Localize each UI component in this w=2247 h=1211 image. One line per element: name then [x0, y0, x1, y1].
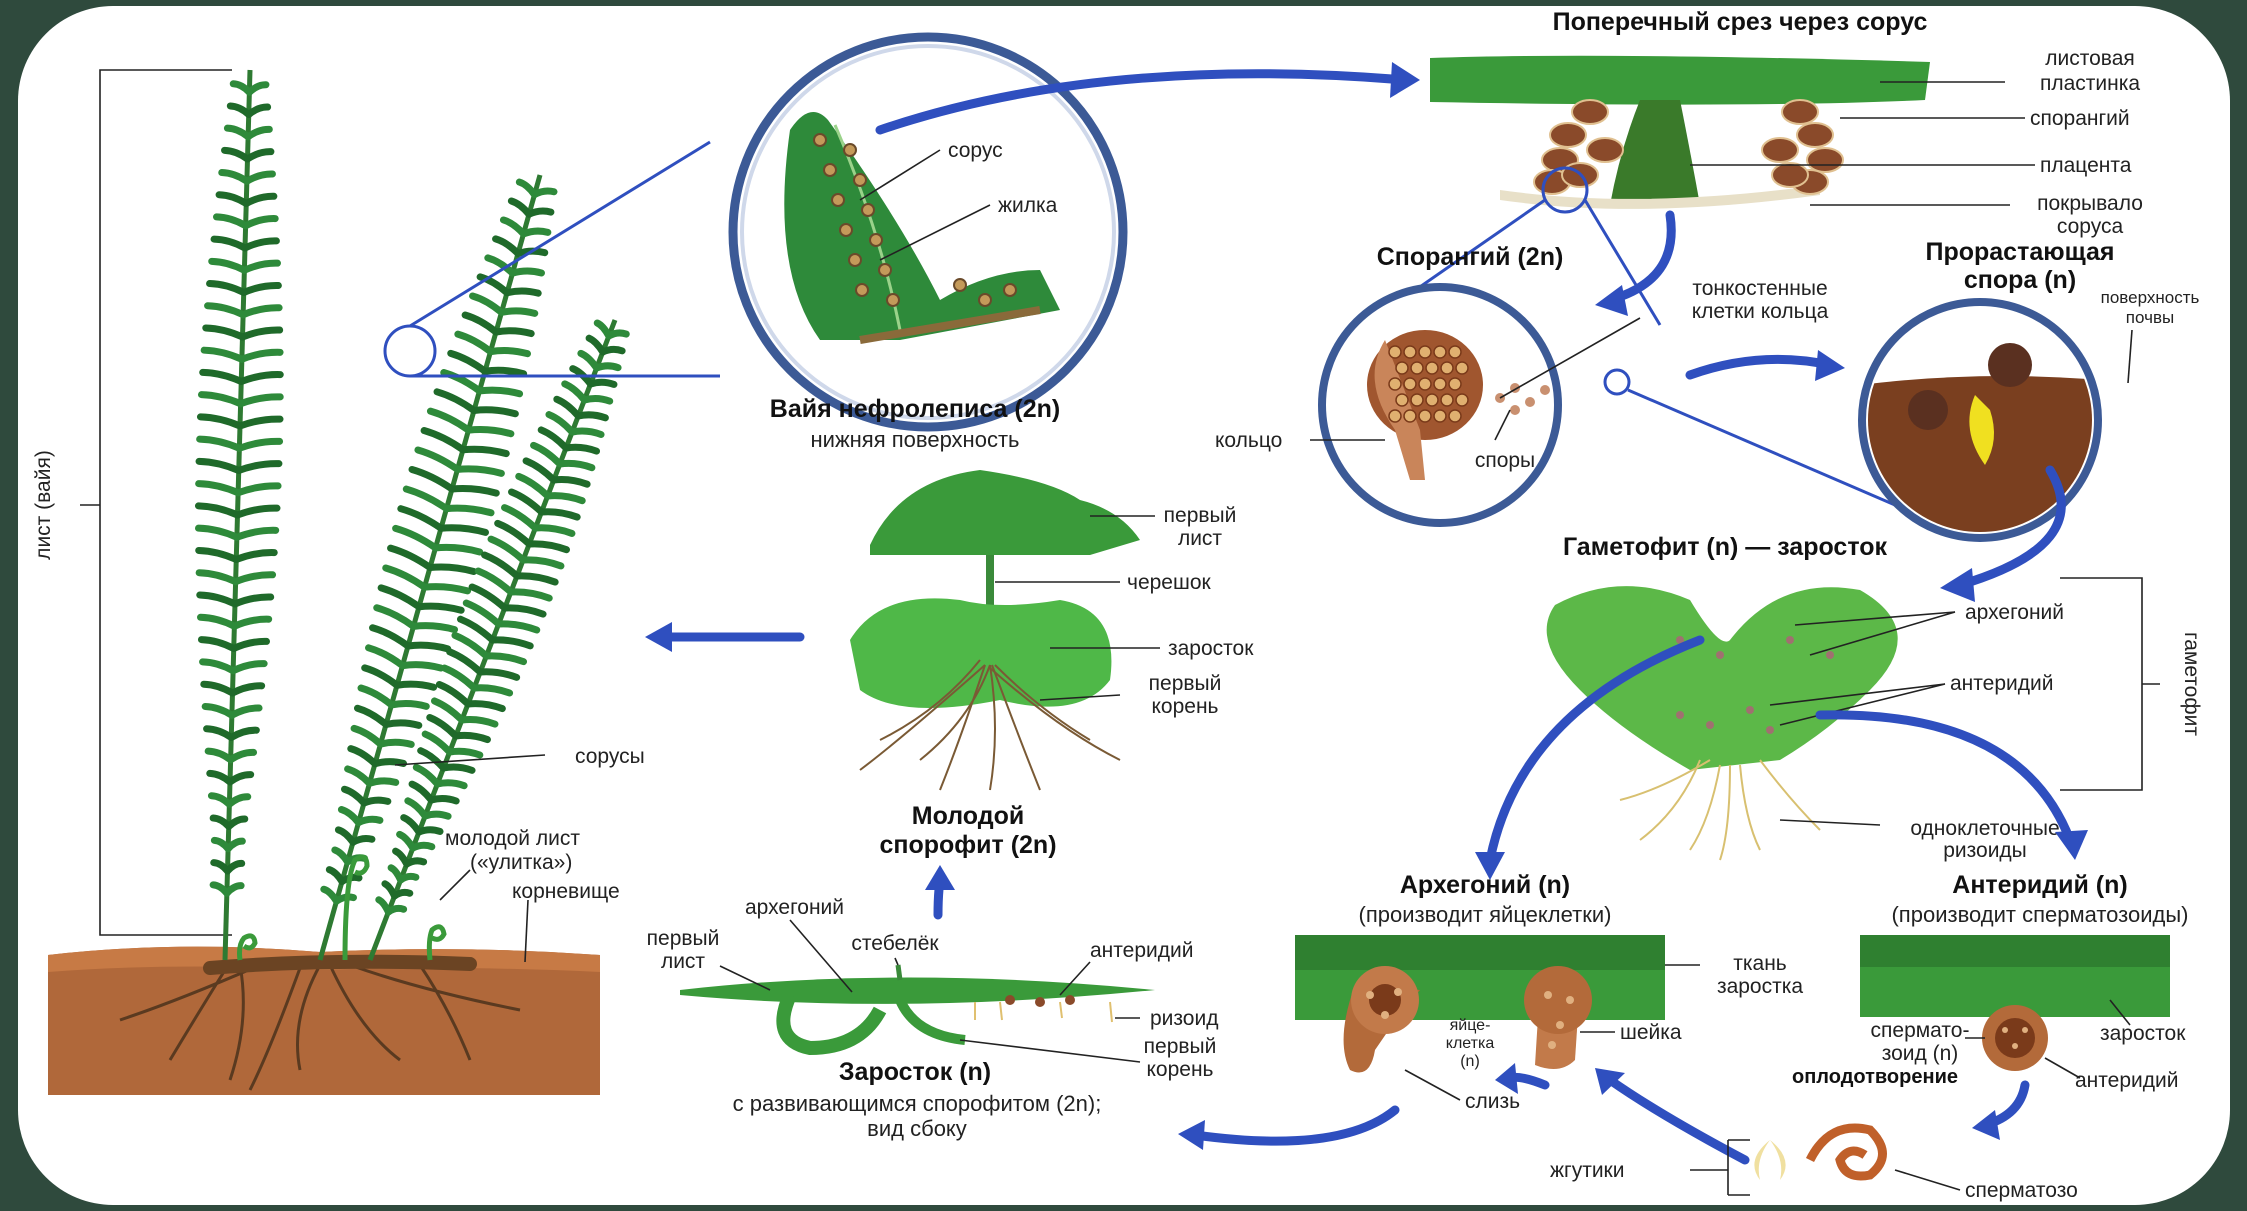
young-leaf-label-1: молодой лист — [445, 827, 580, 850]
frond-title: Вайя нефролеписа (2n) — [770, 395, 1060, 423]
mucus-label: слизь — [1465, 1090, 1520, 1113]
antheridium-detail: Антеридий (n) (производит сперматозоиды)… — [1792, 871, 2189, 1092]
gametophyte-rhizoids — [1620, 760, 1820, 860]
unicellular-label-1: одноклеточные — [1910, 817, 2059, 840]
antheridium-title: Антеридий (n) — [1952, 871, 2127, 899]
sperm-label-1: спермато- — [1871, 1019, 1970, 1042]
prothallus-side-title: Заросток (n) — [839, 1058, 991, 1086]
unicellular-label-2: ризоиды — [1943, 839, 2027, 862]
germinating-title-1: Прорастающая — [1926, 238, 2115, 266]
first-root-young-label-1: первый — [1149, 672, 1222, 695]
indusium-label-2: соруса — [2057, 215, 2124, 238]
spermatozoid-label: сперматозо — [1965, 1179, 2078, 1202]
diagram-card: лист (вайя) сорусы молодой лист («улитка… — [18, 6, 2230, 1205]
frond-zoom-marker — [385, 326, 435, 376]
sporangium-title: Спорангий (2n) — [1377, 243, 1564, 271]
soil-surface-label-2: почвы — [2126, 308, 2174, 327]
thin-walled-label-1: тонкостенные — [1692, 277, 1827, 300]
germinating-spore: Прорастающая спора (n) поверхность почвы — [1860, 238, 2199, 540]
prothallus-young — [850, 598, 1111, 708]
archegonium-label: архегоний — [1965, 601, 2064, 624]
first-root-side-label-1: первый — [1144, 1035, 1217, 1058]
annulus-label: кольцо — [1215, 429, 1282, 452]
gametophyte-side-label: гаметофит — [2180, 632, 2203, 736]
fertilization-label: оплодотворение — [1792, 1066, 1958, 1088]
leaf-blade-label-2: пластинка — [2040, 72, 2140, 95]
egg-cell-label-3: (n) — [1460, 1053, 1480, 1070]
soil-surface-label-1: поверхность — [2101, 288, 2200, 307]
first-leaf-young-label-2: лист — [1178, 527, 1222, 550]
young-leaf-label-2: («улитка») — [470, 851, 572, 874]
egg-cell-label-1: яйце- — [1450, 1017, 1491, 1034]
frond-subtitle: нижняя поверхность — [811, 427, 1020, 452]
neck-label: шейка — [1620, 1021, 1682, 1044]
leaf-blade — [1430, 56, 1930, 105]
first-leaf-side-label-1: первый — [647, 927, 720, 950]
tissue-label-2: заростка — [1717, 975, 1803, 998]
first-root-side-label-2: корень — [1147, 1058, 1214, 1081]
indusium-label-1: покрывало — [2037, 192, 2143, 215]
frond-1 — [198, 70, 280, 960]
arrow-to-prothallus-side — [1195, 1110, 1395, 1141]
spores-label: споры — [1475, 449, 1535, 472]
sperm-label-2: зоид (n) — [1882, 1042, 1959, 1065]
leaf-frond-label: лист (вайя) — [32, 450, 55, 560]
antheridium-side-label: антеридий — [1090, 939, 1193, 962]
prothallus-young-label: заросток — [1168, 637, 1254, 660]
rhizome — [210, 962, 470, 968]
prothallus-side-sub-1: с развивающимся спорофитом (2n); — [733, 1091, 1102, 1116]
archegonium-detail: Архегоний (n) (производит яйцеклетки) тк… — [1295, 871, 1803, 1113]
gametophyte-title: Гаметофит (n) — заросток — [1563, 533, 1888, 561]
antheridium-label: антеридий — [1950, 672, 2053, 695]
vein-label: жилка — [998, 194, 1058, 217]
gametophyte: Гаметофит (n) — заросток архегоний антер… — [1547, 533, 2203, 862]
antheridium-small-label: антеридий — [2075, 1069, 2178, 1092]
sporangium-detail: Спорангий (2n) тонкостенные клетки кольц… — [1215, 243, 1895, 523]
archegonium-side-label: архегоний — [745, 896, 844, 919]
mature-fern: лист (вайя) сорусы молодой лист («улитка… — [32, 70, 720, 1095]
egg-cell-label-2: клетка — [1446, 1035, 1495, 1052]
spore-coat — [1988, 343, 2032, 387]
sporangium-label: спорангий — [2030, 107, 2130, 130]
first-leaf-young-label-1: первый — [1164, 504, 1237, 527]
germinating-title-2: спора (n) — [1964, 266, 2076, 294]
prothallus-heart — [1547, 586, 1898, 770]
arrow-fertilization — [1610, 1080, 1745, 1160]
first-leaf-young — [870, 470, 1140, 555]
first-root-young-label-2: корень — [1152, 695, 1219, 718]
placenta-label: плацента — [2040, 154, 2132, 177]
prothallus-side-view: архегоний первый лист стебелёк антеридий… — [647, 896, 1219, 1141]
flagella-label: жгутики — [1550, 1159, 1624, 1182]
cross-section-title: Поперечный срез через сорус — [1553, 8, 1928, 36]
petiole-label: черешок — [1127, 571, 1212, 594]
sorus-label: сорус — [948, 139, 1003, 162]
fiddleheads — [240, 857, 445, 960]
tissue-label-1: ткань — [1733, 952, 1787, 975]
antheridium-subtitle: (производит сперматозоиды) — [1891, 902, 2188, 927]
stem-label: стебелёк — [851, 932, 939, 955]
archegonium-title: Архегоний (n) — [1400, 871, 1570, 899]
sori-label: сорусы — [575, 745, 645, 768]
rhizome-label: корневище — [512, 880, 620, 903]
archegonium-subtitle: (производит яйцеклетки) — [1359, 902, 1612, 927]
prothallus-label: заросток — [2100, 1022, 2186, 1045]
prothallus-side-sub-2: вид сбоку — [867, 1116, 967, 1141]
young-sporophyte-title-1: Молодой — [912, 802, 1024, 830]
thin-walled-label-2: клетки кольца — [1692, 300, 1829, 323]
young-sporophyte: первый лист черешок заросток первый коре… — [850, 470, 1254, 859]
fern-life-cycle-diagram: лист (вайя) сорусы молодой лист («улитка… — [18, 6, 2230, 1205]
first-leaf-side-label-2: лист — [661, 950, 705, 973]
frond-detail: сорус жилка Вайя нефролеписа (2n) нижняя… — [733, 37, 1123, 452]
leaf-blade-label-1: листовая — [2045, 47, 2135, 70]
young-sporophyte-title-2: спорофит (2n) — [879, 831, 1056, 859]
arrow-to-germinating — [1690, 359, 1830, 375]
rhizoid-label: ризоид — [1150, 1007, 1218, 1030]
